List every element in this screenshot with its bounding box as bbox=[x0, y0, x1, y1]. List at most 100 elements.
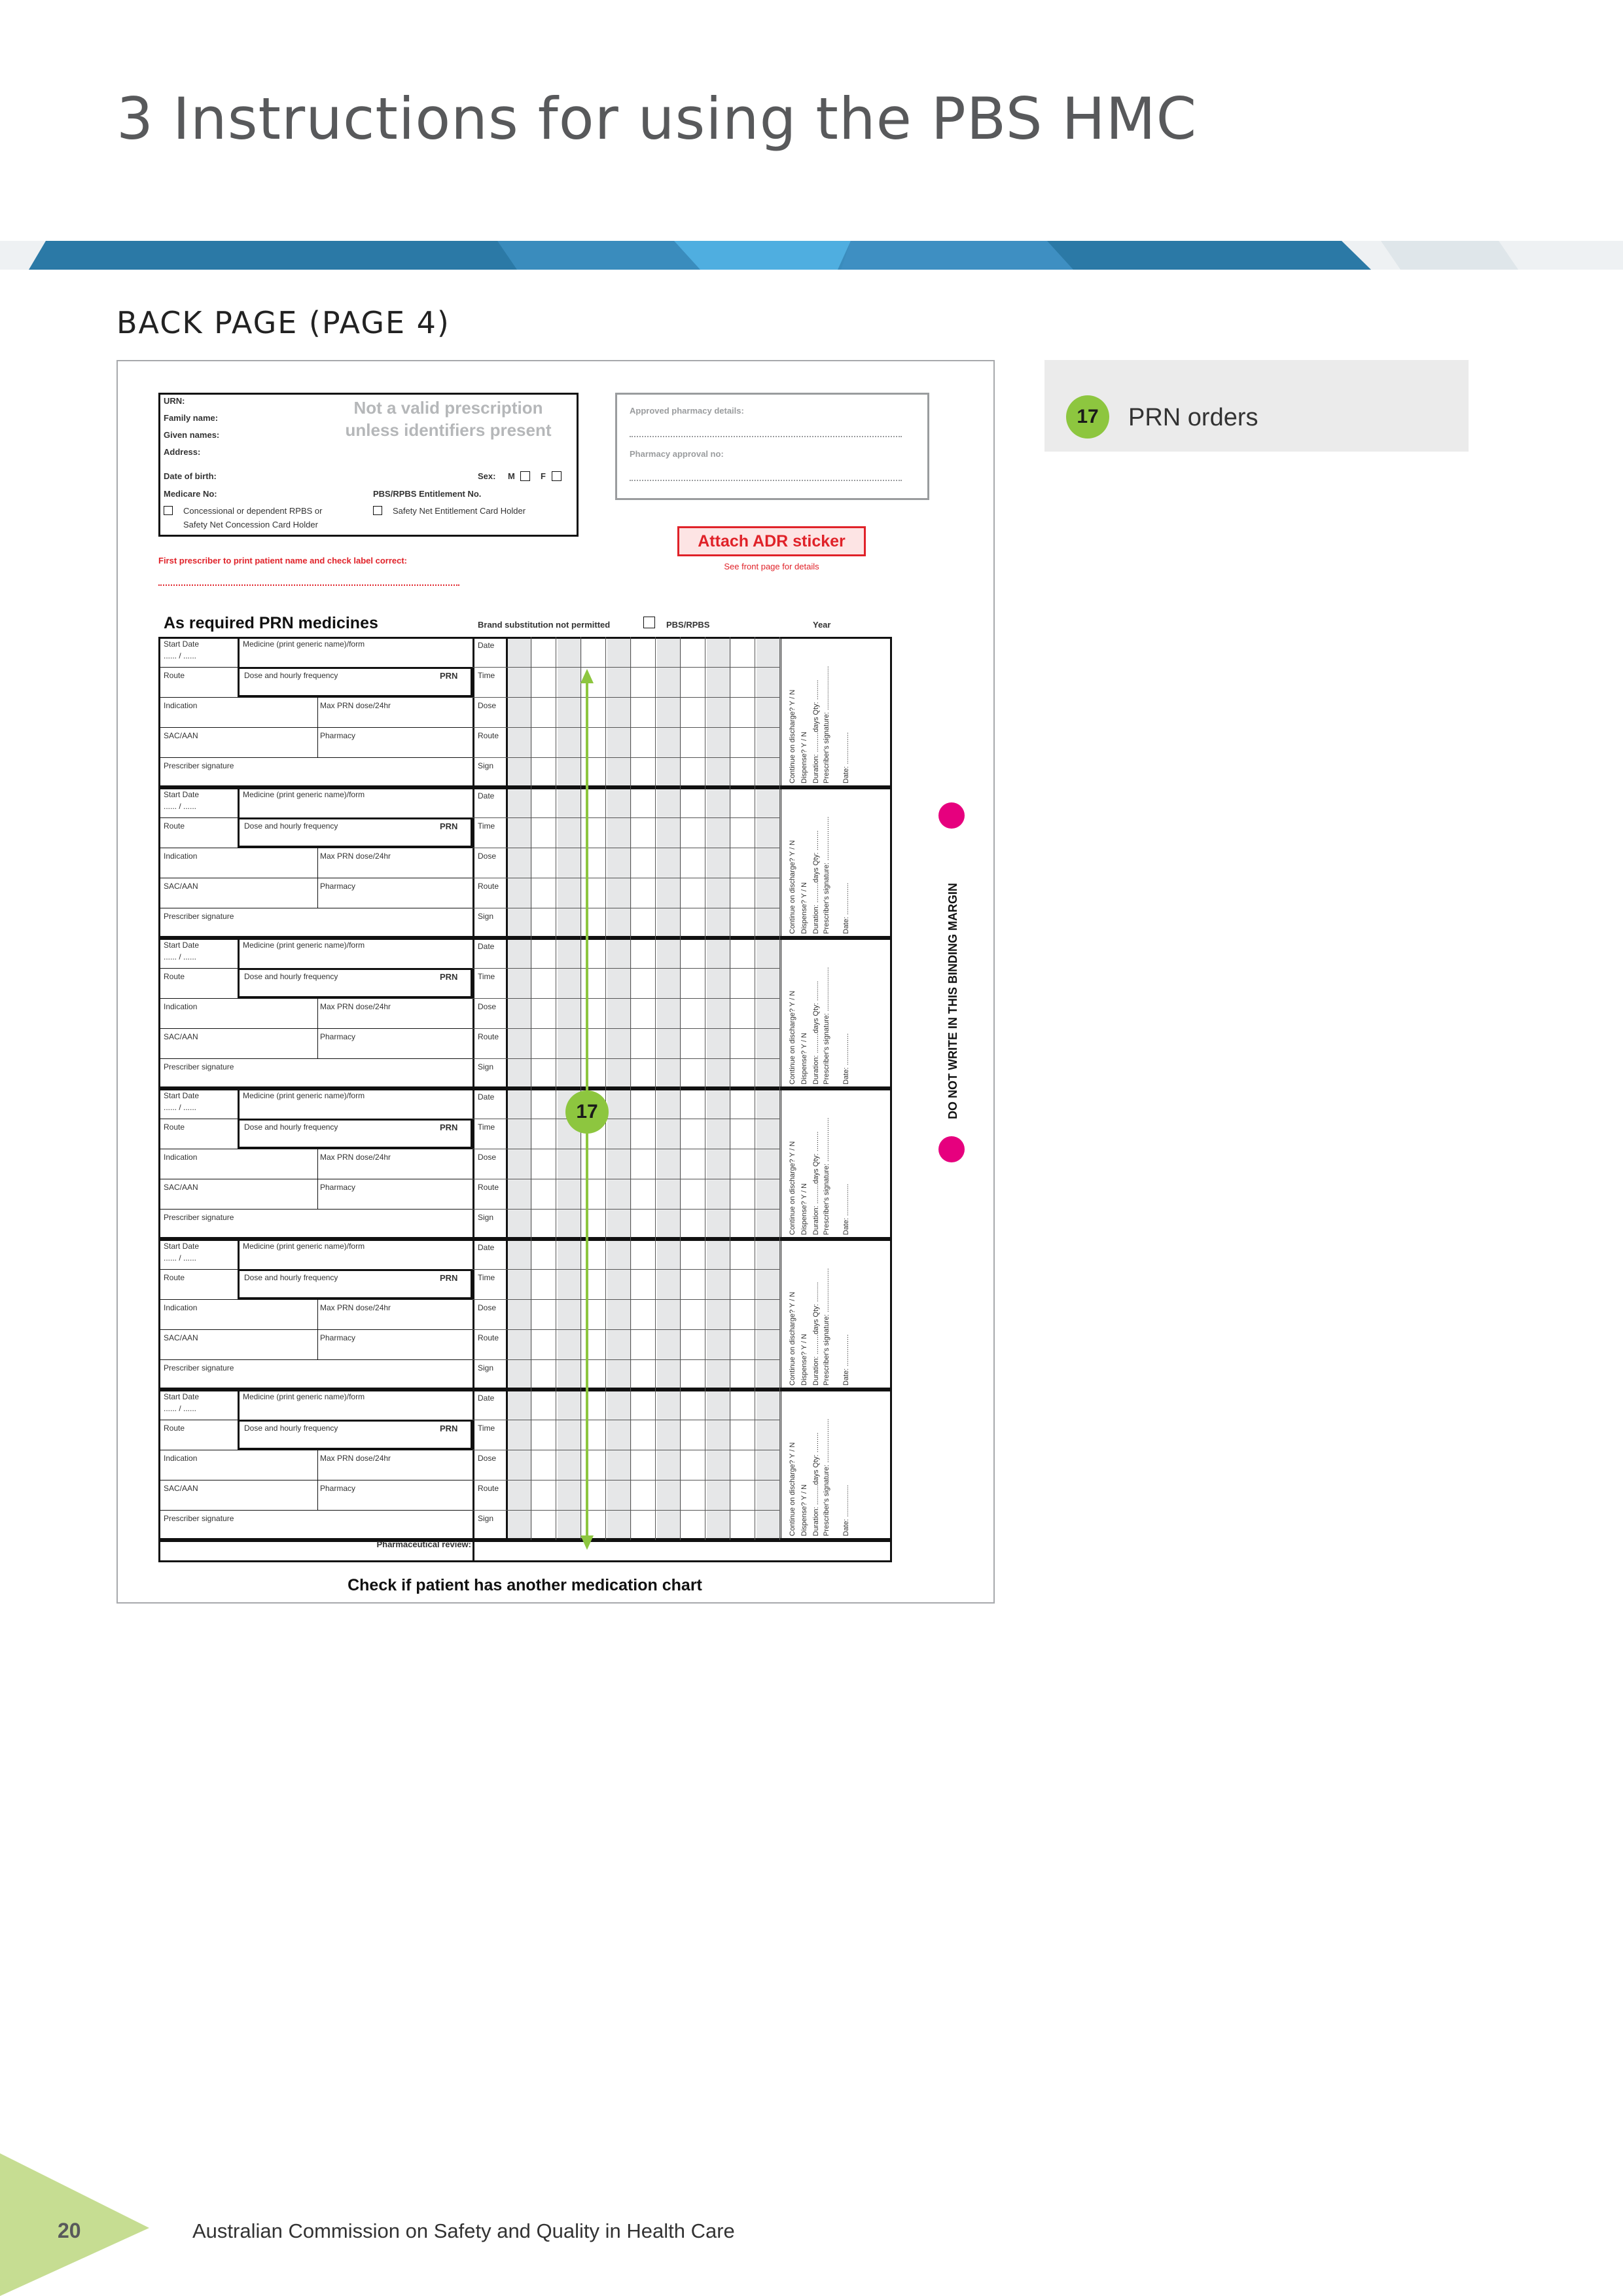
admin-column-shade bbox=[508, 1241, 532, 1388]
medication-chart-back-page bbox=[116, 360, 995, 1604]
max-prn-dose-label: Max PRN dose/24hr bbox=[320, 1002, 391, 1011]
start-date-blank: ...... / ...... bbox=[164, 1103, 197, 1112]
discharge-dispense-label: Dispense? Y / N bbox=[800, 1333, 808, 1386]
admin-column-shade bbox=[607, 789, 632, 936]
admin-row-label: Date bbox=[478, 1243, 495, 1252]
admin-row-label: Sign bbox=[478, 761, 494, 770]
discharge-duration-label: Duration: ..........days Qty: .......... bbox=[812, 1432, 820, 1536]
admin-column-line bbox=[655, 938, 656, 1088]
admin-column-line bbox=[580, 938, 581, 1088]
admin-row-line bbox=[473, 727, 779, 728]
legend-panel bbox=[1044, 360, 1469, 452]
admin-row-label: Date bbox=[478, 942, 495, 951]
approved-pharmacy-label: Approved pharmacy details: bbox=[630, 406, 744, 416]
admin-row-label: Time bbox=[478, 1273, 495, 1282]
admin-column-line bbox=[680, 938, 681, 1088]
admin-column-line bbox=[630, 637, 631, 787]
max-dose-divider bbox=[317, 1149, 318, 1209]
admin-column-shade bbox=[607, 940, 632, 1086]
admin-row-line bbox=[473, 1028, 779, 1029]
indication-label: Indication bbox=[164, 852, 198, 861]
prn-label: PRN bbox=[440, 1424, 458, 1433]
discharge-dispense-label: Dispense? Y / N bbox=[800, 731, 808, 783]
start-date-label: Start Date bbox=[164, 1091, 200, 1100]
prn-label: PRN bbox=[440, 821, 458, 831]
sex-label: Sex: bbox=[478, 471, 496, 481]
admin-column-shade bbox=[558, 639, 582, 785]
patient-identification-box bbox=[158, 393, 579, 537]
discharge-continue-label: Continue on discharge? Y / N bbox=[789, 1291, 796, 1386]
admin-column-line bbox=[680, 787, 681, 938]
admin-column-shade bbox=[657, 639, 681, 785]
admin-column-shade bbox=[657, 940, 681, 1086]
legend-badge: 17 bbox=[1066, 395, 1109, 439]
admin-row-label: Date bbox=[478, 1393, 495, 1403]
admin-row-line bbox=[473, 1299, 779, 1300]
row-divider bbox=[158, 1209, 473, 1210]
sex-f-checkbox[interactable] bbox=[552, 471, 562, 481]
grid-start-divider bbox=[506, 787, 508, 938]
admin-row-line bbox=[473, 968, 779, 969]
pharmacy-label: Pharmacy bbox=[320, 1032, 356, 1041]
prn-section-title: As required PRN medicines bbox=[164, 614, 378, 632]
admin-row-line bbox=[473, 1209, 779, 1210]
discharge-prescriber-label: Prescriber's signature: ................… bbox=[823, 1117, 830, 1235]
admin-row-label: Route bbox=[478, 731, 499, 740]
admin-column-shade bbox=[757, 639, 781, 785]
admin-row-label: Route bbox=[478, 1333, 499, 1342]
concessional-checkbox[interactable] bbox=[164, 506, 173, 515]
admin-column-shade bbox=[558, 940, 582, 1086]
admin-label-divider bbox=[473, 1239, 474, 1390]
pharmacy-label: Pharmacy bbox=[320, 882, 356, 891]
pbs-entitlement-label: PBS/RPBS Entitlement No. bbox=[373, 489, 482, 499]
sex-m-checkbox[interactable] bbox=[520, 471, 530, 481]
admin-column-shade bbox=[757, 789, 781, 936]
sac-aan-label: SAC/AAN bbox=[164, 882, 198, 891]
discharge-dispense-label: Dispense? Y / N bbox=[800, 1032, 808, 1085]
start-date-label: Start Date bbox=[164, 790, 200, 799]
discharge-prescriber-label: Prescriber's signature: ................… bbox=[823, 967, 830, 1085]
row-divider bbox=[158, 1299, 473, 1300]
discharge-date-label: Date: ................ bbox=[842, 1484, 850, 1536]
start-date-blank: ...... / ...... bbox=[164, 1253, 197, 1263]
binding-dot-bottom bbox=[938, 1136, 965, 1162]
admin-row-label: Route bbox=[478, 1032, 499, 1041]
admin-row-label: Route bbox=[478, 1183, 499, 1192]
dose-frequency-label: Dose and hourly frequency bbox=[244, 972, 338, 981]
discharge-continue-label: Continue on discharge? Y / N bbox=[789, 990, 796, 1085]
brand-substitution-checkbox[interactable] bbox=[643, 617, 655, 628]
adr-sticker-box[interactable]: Attach ADR sticker bbox=[677, 526, 866, 556]
discharge-dispense-label: Dispense? Y / N bbox=[800, 1484, 808, 1536]
urn-label: URN: bbox=[164, 396, 185, 406]
admin-column-line bbox=[605, 938, 606, 1088]
discharge-dispense-label: Dispense? Y / N bbox=[800, 882, 808, 934]
admin-row-label: Route bbox=[478, 1484, 499, 1493]
admin-column-line bbox=[605, 637, 606, 787]
row-divider bbox=[158, 998, 473, 999]
admin-column-line bbox=[630, 938, 631, 1088]
pbs-rpbs-label: PBS/RPBS bbox=[666, 620, 710, 630]
prn-order-block bbox=[158, 1239, 892, 1390]
admin-column-line bbox=[630, 1239, 631, 1390]
max-prn-dose-label: Max PRN dose/24hr bbox=[320, 701, 391, 710]
pharmacy-label: Pharmacy bbox=[320, 1333, 356, 1342]
admin-column-line bbox=[655, 787, 656, 938]
pharmacy-approval-label: Pharmacy approval no: bbox=[630, 449, 724, 459]
indication-label: Indication bbox=[164, 1303, 198, 1312]
admin-row-label: Time bbox=[478, 972, 495, 981]
admin-column-line bbox=[680, 1239, 681, 1390]
route-label: Route bbox=[164, 972, 185, 981]
discharge-continue-label: Continue on discharge? Y / N bbox=[789, 840, 796, 934]
callout-badge: 17 bbox=[565, 1090, 609, 1134]
start-date-blank: ...... / ...... bbox=[164, 952, 197, 961]
admin-column-shade bbox=[508, 1090, 532, 1237]
prn-label: PRN bbox=[440, 671, 458, 681]
dose-frequency-box bbox=[238, 1420, 473, 1450]
safety-net-checkbox[interactable] bbox=[373, 506, 382, 515]
admin-row-label: Sign bbox=[478, 1062, 494, 1071]
admin-row-label: Dose bbox=[478, 852, 497, 861]
admin-column-shade bbox=[757, 940, 781, 1086]
admin-column-line bbox=[630, 1390, 631, 1540]
admin-column-line bbox=[680, 1088, 681, 1239]
admin-row-label: Date bbox=[478, 641, 495, 650]
